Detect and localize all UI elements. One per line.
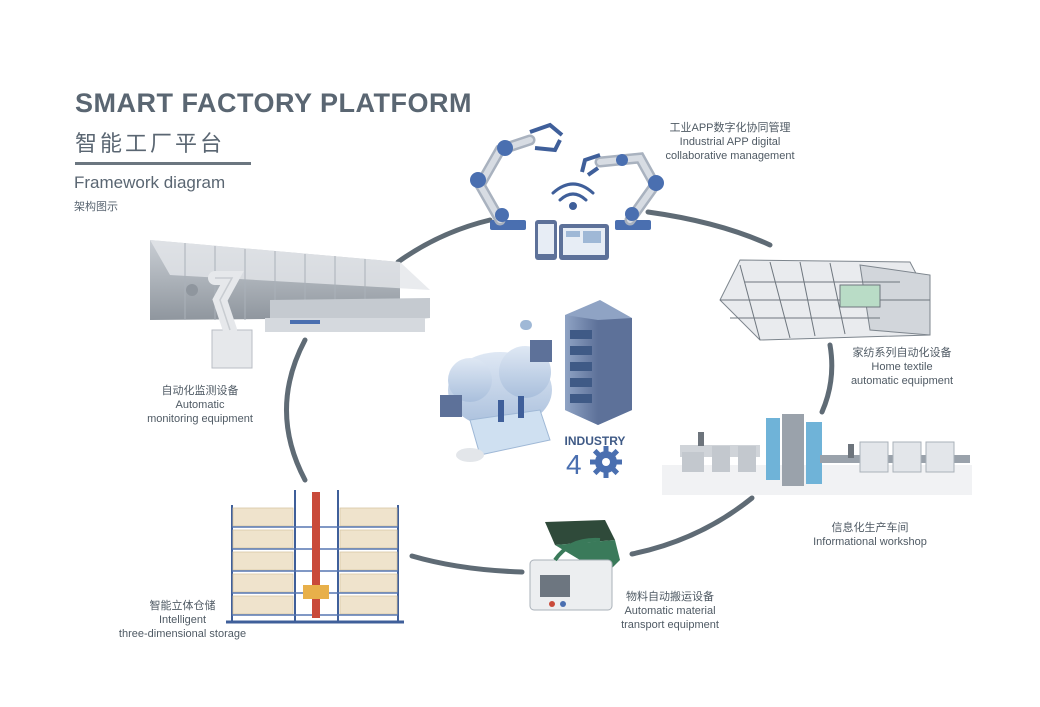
home-textile-equipment-illustration bbox=[719, 259, 931, 341]
arc-transport-storage bbox=[409, 553, 525, 575]
wifi-icon bbox=[551, 182, 595, 210]
subtitle-cn: 架构图示 bbox=[74, 201, 118, 213]
industry-label: INDUSTRY bbox=[565, 434, 626, 448]
title-divider bbox=[75, 162, 251, 165]
transport-equipment-illustration bbox=[529, 520, 620, 611]
robot-arms-app-illustration bbox=[470, 122, 664, 260]
page-title: SMART FACTORY PLATFORM bbox=[75, 88, 472, 118]
label-transport: 物料自动搬运设备 Automatic material transport eq… bbox=[621, 591, 719, 631]
label-textile: 家纺系列自动化设备 Home textile automatic equipme… bbox=[850, 347, 954, 387]
label-app: 工业APP数字化协同管理 Industrial APP digital coll… bbox=[665, 122, 795, 162]
ring-connectors bbox=[284, 209, 835, 575]
storage-illustration bbox=[226, 490, 404, 624]
arc-textile-workshop bbox=[819, 342, 835, 415]
label-monitor: 自动化监测设备 Automatic monitoring equipment bbox=[147, 385, 253, 425]
page-title-cn: 智能工厂平台 bbox=[75, 131, 226, 156]
arc-app-monitor bbox=[395, 217, 493, 265]
label-workshop: 信息化生产车间 Informational workshop bbox=[813, 522, 927, 548]
gear-icon bbox=[590, 446, 622, 478]
label-storage: 智能立体仓储 Intelligent three-dimensional sto… bbox=[118, 600, 247, 640]
subtitle: Framework diagram bbox=[74, 173, 226, 192]
arc-app-textile bbox=[645, 209, 773, 248]
monitoring-equipment-illustration bbox=[150, 240, 430, 369]
arc-workshop-transport bbox=[629, 495, 755, 557]
workshop-illustration bbox=[662, 414, 972, 495]
industry-4-center-illustration bbox=[440, 300, 632, 478]
industry-version: 4 bbox=[566, 449, 582, 480]
arc-storage-monitor bbox=[284, 337, 308, 483]
